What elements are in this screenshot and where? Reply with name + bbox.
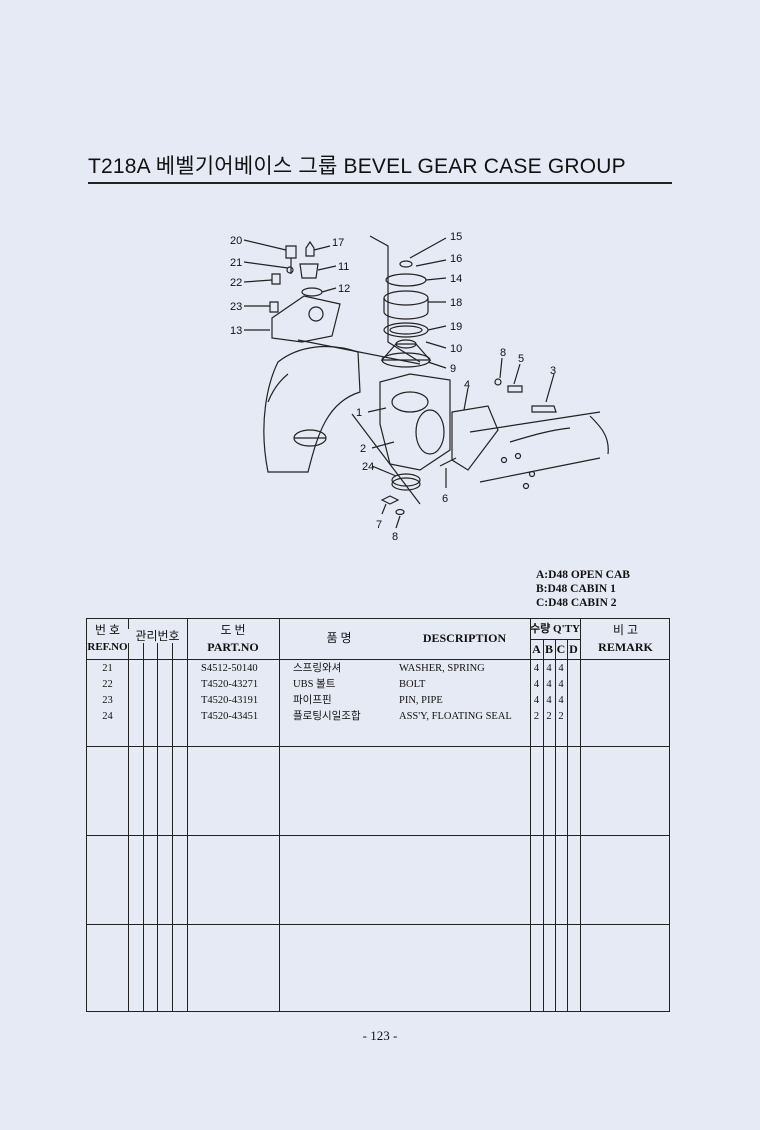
callout-13: 13 [230, 325, 242, 337]
callout-10: 10 [450, 343, 462, 355]
callout-23: 23 [230, 301, 242, 313]
page-title: T218A 베벨기어베이스 그룹 BEVEL GEAR CASE GROUP [88, 155, 626, 178]
callout-17: 17 [332, 237, 344, 249]
callout-3: 3 [550, 365, 556, 377]
ref-cell: 24 [102, 711, 113, 722]
callout-11: 11 [338, 261, 349, 273]
callout-20: 20 [230, 235, 242, 247]
remark-header-ko: 비 고 [612, 623, 639, 637]
callout-24: 24 [362, 461, 374, 473]
page-number: - 123 - [362, 1028, 398, 1043]
callout-16: 16 [450, 253, 462, 265]
qty-b-header: B [544, 642, 553, 656]
name-ko-cell: 스프링와셔 [293, 663, 342, 674]
qty-c-cell: 4 [558, 695, 564, 706]
callout-19: 19 [450, 321, 462, 333]
qty-c-cell: 4 [558, 679, 564, 690]
description-header: DESCRIPTION [422, 631, 507, 645]
description-cell: BOLT [399, 679, 426, 690]
qty-b-cell: 2 [546, 711, 552, 722]
qty-a-cell: 4 [533, 679, 540, 690]
callout-7: 7 [376, 519, 382, 531]
ref-cell: 22 [102, 679, 113, 690]
qty-a-cell: 4 [533, 695, 540, 706]
qty-c-cell: 2 [558, 711, 564, 722]
qty-b-cell: 4 [546, 679, 552, 690]
callout-8: 8 [392, 531, 398, 543]
qty-b-cell: 4 [546, 695, 552, 706]
description-cell: PIN, PIPE [399, 695, 443, 706]
callout-5: 5 [518, 353, 524, 365]
callout-18: 18 [450, 297, 462, 309]
name-ko-cell: 파이프핀 [293, 695, 332, 706]
callout-2: 2 [360, 443, 366, 455]
part-header-ko: 도 번 [220, 623, 246, 637]
qty-a-cell: 4 [533, 663, 540, 674]
callout-12: 12 [338, 283, 350, 295]
callout-6: 6 [442, 493, 448, 505]
description-cell: WASHER, SPRING [399, 663, 485, 674]
name-ko-cell: 플로팅시일조합 [293, 711, 361, 722]
part-no-cell: T4520-43451 [201, 711, 259, 722]
ref-cell: 21 [102, 663, 113, 674]
callout-22: 22 [230, 277, 242, 289]
ref-header-ko: 번 호 [94, 623, 121, 637]
part-no-cell: T4520-43191 [201, 695, 259, 706]
mgmt-header: 관리번호 [128, 629, 187, 643]
callout-21: 21 [230, 257, 242, 269]
remark-header-en: REMARK [598, 640, 653, 654]
callout-14: 14 [450, 273, 462, 285]
legend-item-b: B:D48 CABIN 1 [536, 583, 616, 595]
ref-cell: 23 [102, 695, 113, 706]
callout-1: 1 [356, 407, 362, 419]
legend-item-a: A:D48 OPEN CAB [536, 569, 630, 581]
legend-item-c: C:D48 CABIN 2 [536, 597, 617, 609]
part-no-cell: S4512-50140 [201, 663, 258, 674]
name-ko-cell: UBS 볼트 [293, 679, 336, 690]
ref-header-en: REF.NO [87, 641, 128, 653]
callout-15: 15 [450, 231, 462, 243]
callout-8: 8 [500, 347, 506, 359]
qty-a-header: A [532, 642, 541, 656]
parts-table: 번 호 REF.NO 관리번호 도 번 PART.NO 품 명 DESCRIPT… [86, 618, 670, 1012]
qty-a-cell: 2 [533, 711, 540, 722]
name-header-ko: 품 명 [326, 631, 352, 645]
title-rule [88, 182, 672, 184]
qty-b-cell: 4 [546, 663, 552, 674]
qty-header: 수량 Q'TY [530, 623, 580, 635]
qty-c-header: C [556, 642, 566, 656]
part-no-cell: T4520-43271 [201, 679, 259, 690]
callout-4: 4 [464, 379, 470, 391]
qty-d-header: D [569, 642, 578, 656]
callout-9: 9 [450, 363, 456, 375]
description-cell: ASS'Y, FLOATING SEAL [399, 711, 512, 722]
part-header-en: PART.NO [207, 640, 259, 654]
qty-c-cell: 4 [558, 663, 564, 674]
